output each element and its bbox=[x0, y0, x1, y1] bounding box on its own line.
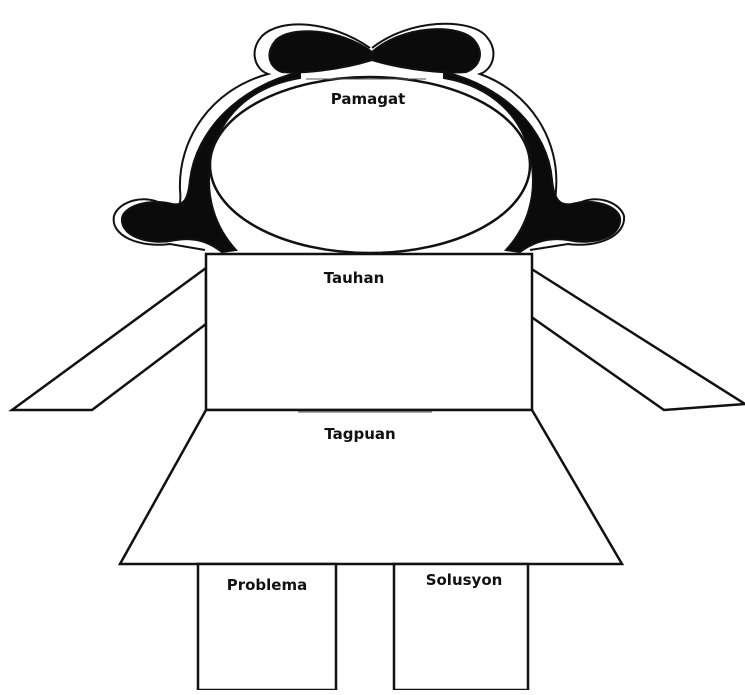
hair-left-bun bbox=[269, 31, 372, 72]
characters-label: Tauhan bbox=[324, 269, 385, 287]
hair-right-bun bbox=[372, 29, 480, 72]
setting-label: Tagpuan bbox=[324, 425, 395, 443]
title-label: Pamagat bbox=[331, 90, 406, 108]
problem-label: Problema bbox=[227, 576, 308, 594]
left-arm bbox=[12, 268, 206, 410]
solution-label: Solusyon bbox=[426, 571, 503, 589]
right-arm bbox=[530, 268, 745, 410]
